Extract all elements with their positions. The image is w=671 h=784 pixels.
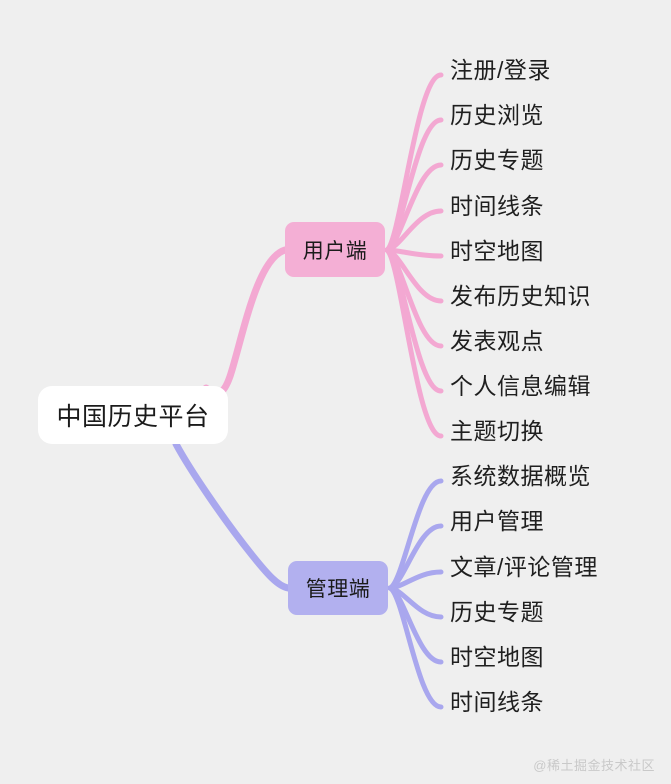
mindmap-leaf-user-2[interactable]: 历史专题 (450, 141, 544, 175)
mindmap-leaf-label: 用户管理 (450, 508, 544, 534)
mindmap-leaf-label: 时空地图 (450, 644, 544, 670)
mindmap-root-node[interactable]: 中国历史平台 (38, 386, 228, 444)
mindmap-leaf-label: 个人信息编辑 (450, 373, 591, 399)
mindmap-leaf-user-3[interactable]: 时间线条 (450, 187, 544, 221)
mindmap-edge-admin-leaf-1 (387, 523, 444, 591)
mindmap-leaf-label: 时间线条 (450, 193, 544, 219)
mindmap-branch-node-user[interactable]: 用户端 (285, 222, 385, 277)
mindmap-leaf-label: 发表观点 (450, 328, 544, 354)
mindmap-leaf-label: 注册/登录 (450, 57, 551, 83)
mindmap-leaf-label: 历史专题 (450, 147, 544, 173)
mindmap-leaf-user-8[interactable]: 主题切换 (450, 412, 544, 446)
mindmap-leaf-admin-4[interactable]: 时空地图 (450, 638, 544, 672)
mindmap-edge-user-leaf-2 (384, 162, 444, 253)
mindmap-leaf-user-5[interactable]: 发布历史知识 (450, 277, 591, 311)
mindmap-leaf-admin-0[interactable]: 系统数据概览 (450, 457, 591, 491)
mindmap-edge-user-leaf-3 (384, 208, 444, 253)
mindmap-leaf-admin-2[interactable]: 文章/评论管理 (450, 548, 598, 582)
mindmap-leaf-label: 时空地图 (450, 238, 544, 264)
mindmap-leaf-label: 文章/评论管理 (450, 554, 598, 580)
mindmap-edge-user-leaf-5 (384, 247, 444, 304)
mindmap-edge-admin-leaf-2 (387, 569, 444, 591)
mindmap-leaf-label: 主题切换 (450, 418, 544, 444)
mindmap-edge-admin-leaf-0 (387, 478, 444, 591)
mindmap-edge-user-leaf-6 (384, 247, 444, 349)
mindmap-leaf-admin-1[interactable]: 用户管理 (450, 502, 544, 536)
mindmap-edge-user-leaf-7 (384, 247, 444, 394)
mindmap-leaf-admin-5[interactable]: 时间线条 (450, 683, 544, 717)
mindmap-edge-root-to-user (202, 246, 289, 398)
mindmap-leaf-user-7[interactable]: 个人信息编辑 (450, 367, 591, 401)
mindmap-branch-label-user: 用户端 (302, 239, 368, 263)
mindmap-leaf-label: 系统数据概览 (450, 463, 591, 489)
mindmap-edge-root-to-admin (172, 440, 292, 592)
mindmap-edge-user-leaf-8 (384, 247, 444, 439)
mindmap-edge-user-leaf-4 (384, 247, 444, 259)
mindmap-edge-user-leaf-0 (384, 72, 444, 253)
watermark-label: @稀土掘金技术社区 (533, 758, 655, 773)
mindmap-leaf-user-0[interactable]: 注册/登录 (450, 51, 551, 85)
mindmap-root-label: 中国历史平台 (56, 403, 210, 431)
mindmap-leaf-label: 历史浏览 (450, 102, 544, 128)
mindmap-leaf-admin-3[interactable]: 历史专题 (450, 593, 544, 627)
mindmap-leaf-label: 历史专题 (450, 599, 544, 625)
mindmap-branch-node-admin[interactable]: 管理端 (288, 561, 388, 615)
mindmap-edge-admin-leaf-4 (387, 585, 444, 665)
mindmap-leaf-label: 发布历史知识 (450, 283, 591, 309)
mindmap-edge-user-leaf-1 (384, 117, 444, 253)
mindmap-leaf-user-6[interactable]: 发表观点 (450, 322, 544, 356)
mindmap-leaf-user-4[interactable]: 时空地图 (450, 232, 544, 266)
mindmap-leaf-label: 时间线条 (450, 689, 544, 715)
mindmap-leaf-user-1[interactable]: 历史浏览 (450, 96, 544, 130)
mindmap-edge-admin-leaf-5 (387, 585, 444, 710)
mindmap-branch-label-admin: 管理端 (305, 578, 371, 601)
mindmap-edge-admin-leaf-3 (387, 585, 444, 620)
